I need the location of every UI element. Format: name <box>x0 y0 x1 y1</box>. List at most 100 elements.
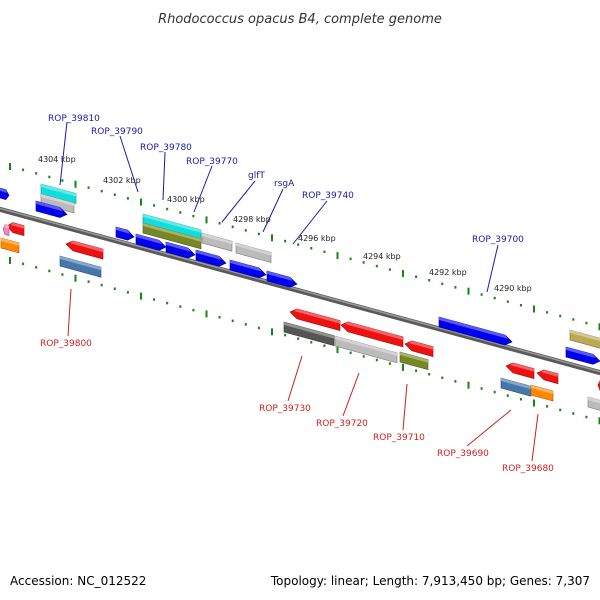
gene-right-gray-highlight <box>588 397 600 404</box>
accession-text: Accession: NC_012522 <box>10 574 146 588</box>
upper-scale-dot <box>61 179 64 182</box>
gene-left-orange[interactable] <box>0 237 20 254</box>
gene-rop-39800-blue[interactable] <box>35 200 68 218</box>
kbp-labels: 4304 kbp 4302 kbp 4300 kbp 4298 kbp 4296… <box>38 155 532 293</box>
upper-scale-dot <box>297 243 300 246</box>
upper-scale-major-tick <box>533 305 535 313</box>
lower-scale-dot <box>284 333 287 337</box>
gene-rop-39720-gray[interactable] <box>334 335 398 364</box>
gene-rop-39770-blue-highlight <box>166 242 191 252</box>
gene-label-glft[interactable]: glfT <box>248 171 265 181</box>
gene-rop-39720-red[interactable] <box>340 321 404 348</box>
gene-label-rop-39710[interactable]: ROP_39710 <box>373 433 425 443</box>
gene-rop-39740-blue[interactable] <box>266 270 298 288</box>
upper-scale-dot <box>572 318 575 321</box>
gene-label-rop-39690[interactable]: ROP_39690 <box>437 449 489 459</box>
gene-label-rop-39720[interactable]: ROP_39720 <box>316 419 368 429</box>
lower-scale-major-tick <box>467 381 470 389</box>
gene-label-rop-39730[interactable]: ROP_39730 <box>259 404 311 414</box>
gene-label-rop-39770[interactable]: ROP_39770 <box>186 157 238 167</box>
lower-scale-dot <box>166 301 169 305</box>
lower-scale-major-tick <box>533 399 535 407</box>
gene-rop-39710-red[interactable] <box>404 340 434 357</box>
gene-rsga-blue[interactable] <box>229 259 267 279</box>
gene-rop-39810-cyan-highlight <box>41 184 76 197</box>
gene-rop-39780-olive[interactable] <box>142 222 202 250</box>
gene-right-khaki[interactable] <box>569 329 600 349</box>
gene-label-rop-39680[interactable]: ROP_39680 <box>502 464 554 474</box>
lower-scale-dot <box>585 415 588 419</box>
gene-label-rsga[interactable]: rsgA <box>274 179 295 189</box>
upper-scale-major-tick <box>140 198 142 206</box>
gene-rop-39730-red-highlight <box>294 308 340 324</box>
gene-right-blue[interactable] <box>565 346 600 365</box>
gene-label-rop-39780[interactable]: ROP_39780 <box>140 143 192 153</box>
gene-rop-39800-red[interactable] <box>65 240 104 260</box>
gene-glft-gray-highlight <box>202 233 232 245</box>
lower-scale-major-tick <box>140 292 142 300</box>
gene-label-rop-39740[interactable]: ROP_39740 <box>302 191 354 201</box>
gene-rop-39690-red[interactable] <box>505 362 535 379</box>
topology-text: Topology: linear; Length: 7,913,450 bp; … <box>270 574 590 588</box>
upper-scale-dot <box>166 207 169 211</box>
gene-features <box>0 183 600 411</box>
bottom-gene-labels: ROP_39800 ROP_39730 ROP_39720 ROP_39710 … <box>40 339 554 474</box>
gene-rop-39680-orange-highlight <box>531 385 553 394</box>
gene-label-rop-39790[interactable]: ROP_39790 <box>91 127 143 137</box>
gene-rop-39790-blue[interactable] <box>115 226 135 241</box>
gene-left-orange-highlight <box>1 238 19 246</box>
lower-scale-dot <box>415 369 418 372</box>
gene-rop-39700-blue-highlight <box>439 317 508 339</box>
gene-rsga-blue-highlight <box>230 260 262 272</box>
bottom-label-leaders <box>67 288 539 462</box>
gene-rop-39690-steel[interactable] <box>500 377 532 397</box>
upper-scale-major-tick <box>598 323 600 331</box>
gene-rop-39730-gray[interactable] <box>283 321 335 346</box>
gene-rop-39730-red[interactable] <box>289 308 341 331</box>
upper-scale-dot <box>454 286 457 289</box>
gene-rop-39780-blue[interactable] <box>135 233 167 251</box>
gene-rop-39770-blue[interactable] <box>165 241 196 259</box>
gene-left-pink[interactable] <box>2 224 10 236</box>
lower-scale-dot <box>297 337 300 340</box>
gene-right-gray[interactable] <box>587 396 600 411</box>
gene-rop-39800-steel[interactable] <box>59 255 102 278</box>
lower-scale-dot <box>441 376 444 380</box>
upper-scale-dot <box>441 282 444 286</box>
gene-rop-39680-orange[interactable] <box>530 384 554 402</box>
kbp-label: 4300 kbp <box>167 195 205 204</box>
upper-scale-dot <box>585 321 588 325</box>
gene-rop-39780-olive-highlight <box>143 223 201 242</box>
gene-rop-39730-gray-highlight <box>284 322 334 339</box>
gene-glft-blue[interactable] <box>195 249 227 267</box>
lower-scale-major-tick <box>205 310 208 318</box>
lower-scale-dot <box>126 291 129 294</box>
gene-rsga-gray[interactable] <box>235 242 272 263</box>
upper-scale-dot <box>113 193 116 196</box>
kbp-label: 4292 kbp <box>429 268 467 277</box>
gene-label-rop-39700[interactable]: ROP_39700 <box>472 235 524 245</box>
gene-rop-39800-red-highlight <box>70 240 103 253</box>
lower-scale-major-tick <box>74 274 77 282</box>
gene-rop-39680-red[interactable] <box>536 369 559 385</box>
lower-scale-dot <box>480 387 483 390</box>
upper-scale-dot <box>218 222 221 225</box>
gene-left-red[interactable] <box>6 222 25 236</box>
gene-rop-39780-cyan-highlight <box>143 214 201 233</box>
lower-scale-dot <box>257 326 260 330</box>
gene-rop-39730-red-body <box>289 308 341 331</box>
gene-label-rop-39810[interactable]: ROP_39810 <box>48 114 100 124</box>
upper-scale-major-tick <box>9 163 11 170</box>
gene-rop-39710-olive[interactable] <box>399 351 429 370</box>
upper-scale-dot <box>375 264 378 268</box>
gene-left-edge-blue[interactable] <box>0 187 10 200</box>
gene-glft-gray[interactable] <box>201 232 233 252</box>
gene-rop-39700-blue[interactable] <box>438 316 513 346</box>
gene-rop-39810-gray[interactable] <box>40 193 75 214</box>
lower-scale-dot <box>519 398 522 401</box>
upper-scale-dot <box>546 311 549 314</box>
gene-label-rop-39800[interactable]: ROP_39800 <box>40 339 92 349</box>
gene-rop-39810-cyan[interactable] <box>40 183 77 204</box>
lower-scale-dot <box>35 266 38 269</box>
